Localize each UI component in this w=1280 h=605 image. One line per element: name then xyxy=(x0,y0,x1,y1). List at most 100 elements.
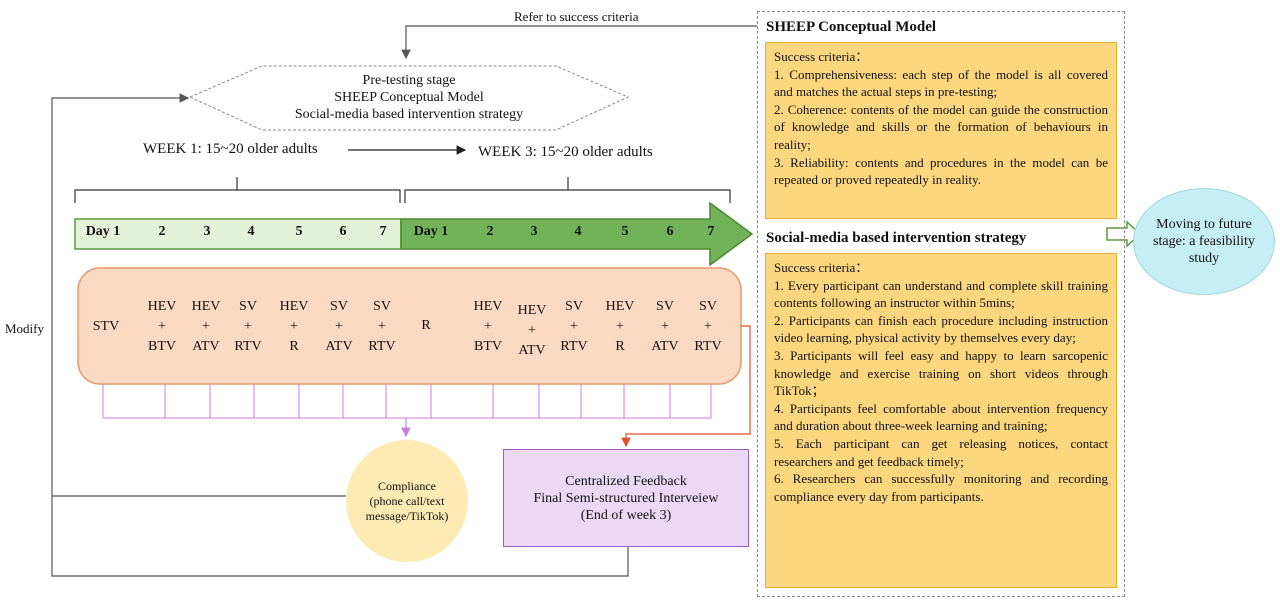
week1-day-label: 6 xyxy=(339,224,347,239)
intervention-item: SV xyxy=(565,299,583,314)
refer-connector xyxy=(401,25,757,60)
week3-day-label: 3 xyxy=(530,224,538,239)
compliance-circle: Compliance (phone call/text message/TikT… xyxy=(346,440,468,562)
future-stage-label: Moving to future stage: a feasibility st… xyxy=(1153,217,1255,266)
intervention-day: SV + ATV xyxy=(317,297,361,357)
week3-day-label: Day 1 xyxy=(413,224,449,239)
sheep-criteria-box: Success criteria： 1. Comprehensiveness: … xyxy=(765,42,1117,219)
criteria-item: 1. Comprehensiveness: each step of the m… xyxy=(774,66,1108,100)
intervention-day: SV + RTV xyxy=(686,297,730,357)
criteria-item: 2. Participants can finish each procedur… xyxy=(774,312,1108,346)
social-strategy-title: Social-media based intervention strategy xyxy=(766,230,1027,246)
feedback-connector xyxy=(621,325,751,448)
criteria-item: 3. Participants will feel easy and happy… xyxy=(774,347,1108,399)
pretesting-line1: Pre-testing stage xyxy=(362,73,456,88)
intervention-plus: + xyxy=(378,319,386,334)
week1-day-label: 3 xyxy=(203,224,211,239)
intervention-plus: + xyxy=(528,323,536,338)
pretesting-line3: Social-media based intervention strategy xyxy=(294,107,524,122)
modify-loop-line xyxy=(51,93,629,577)
week3-day-label: 6 xyxy=(666,224,674,239)
intervention-day: HEV + BTV xyxy=(466,297,510,357)
week3-day-label: 7 xyxy=(707,224,715,239)
intervention-item: HEV xyxy=(279,299,309,314)
week1-day-label: Day 1 xyxy=(85,224,121,239)
feedback-interview: Final Semi-structured Interveiew xyxy=(533,490,719,506)
intervention-item: HEV xyxy=(147,299,177,314)
intervention-day: HEV + BTV xyxy=(140,297,184,357)
intervention-item: BTV xyxy=(474,339,502,354)
intervention-item: ATV xyxy=(192,339,220,354)
future-stage-circle: Moving to future stage: a feasibility st… xyxy=(1133,188,1275,295)
intervention-day: SV + RTV xyxy=(552,297,596,357)
criteria-item: 1. Every participant can understand and … xyxy=(774,277,1108,311)
r-label: R xyxy=(421,318,431,333)
sheep-model-title: SHEEP Conceptual Model xyxy=(766,19,937,35)
intervention-item: RTV xyxy=(560,339,588,354)
feedback-timing: (End of week 3) xyxy=(580,507,672,523)
criteria-item: 2. Coherence: contents of the model can … xyxy=(774,101,1108,152)
week1-day-label: 2 xyxy=(158,224,166,239)
intervention-item: SV xyxy=(699,299,717,314)
intervention-item: ATV xyxy=(518,343,546,358)
intervention-item: SV xyxy=(373,299,391,314)
stv-label: STV xyxy=(92,319,120,334)
intervention-day: HEV + R xyxy=(598,297,642,357)
intervention-day: HEV + R xyxy=(272,297,316,357)
intervention-item: BTV xyxy=(148,339,176,354)
compliance-method: (phone call/text xyxy=(369,493,445,508)
week3-day-label: 2 xyxy=(486,224,494,239)
intervention-plus: + xyxy=(570,319,578,334)
intervention-item: RTV xyxy=(234,339,262,354)
criteria-item: 6. Researchers can successfully monitori… xyxy=(774,471,1108,504)
intervention-item: HEV xyxy=(605,299,635,314)
intervention-plus: + xyxy=(244,319,252,334)
intervention-plus: + xyxy=(484,319,492,334)
intervention-plus: + xyxy=(616,319,624,334)
intervention-item: ATV xyxy=(325,339,353,354)
pretesting-hexagon xyxy=(188,65,630,131)
intervention-day: SV + RTV xyxy=(226,297,270,357)
social-criteria-box: Success criteria： 1. Every participant c… xyxy=(765,253,1117,588)
intervention-plus: + xyxy=(158,319,166,334)
criteria-header: Success criteria： xyxy=(774,49,869,64)
criteria-header: Success criteria： xyxy=(774,260,869,275)
week1-day-label: 5 xyxy=(295,224,303,239)
compliance-title: Compliance xyxy=(378,478,436,493)
intervention-item: SV xyxy=(239,299,257,314)
intervention-day: HEV + ATV xyxy=(184,297,228,357)
week1-label: WEEK 1: 15~20 older adults xyxy=(143,141,318,157)
week3-label: WEEK 3: 15~20 older adults xyxy=(478,144,653,160)
intervention-item: R xyxy=(289,339,299,354)
intervention-item: HEV xyxy=(191,299,221,314)
compliance-method: message/TikTok) xyxy=(365,508,449,523)
intervention-plus: + xyxy=(704,319,712,334)
pretesting-text: Pre-testing stage SHEEP Conceptual Model… xyxy=(230,72,588,123)
week3-day-label: 4 xyxy=(574,224,582,239)
refer-criteria-label: Refer to success criteria xyxy=(514,9,639,24)
week1-day-label: 7 xyxy=(379,224,387,239)
intervention-item: R xyxy=(615,339,625,354)
compliance-grid xyxy=(102,384,712,419)
intervention-item: HEV xyxy=(473,299,503,314)
intervention-plus: + xyxy=(202,319,210,334)
intervention-plus: + xyxy=(290,319,298,334)
week3-arrow-bar xyxy=(400,201,754,267)
criteria-item: 4. Participants feel comfortable about i… xyxy=(774,400,1108,434)
feedback-box: Centralized Feedback Final Semi-structur… xyxy=(503,449,749,547)
intervention-item: RTV xyxy=(368,339,396,354)
intervention-plus: + xyxy=(661,319,669,334)
intervention-day: SV + ATV xyxy=(643,297,687,357)
week3-brace xyxy=(404,177,731,203)
week1-brace xyxy=(74,177,401,203)
pretesting-line2: SHEEP Conceptual Model xyxy=(334,90,484,105)
intervention-item: HEV xyxy=(517,303,547,318)
intervention-day: SV + RTV xyxy=(360,297,404,357)
success-criteria-panel: SHEEP Conceptual Model Success criteria：… xyxy=(757,11,1125,597)
intervention-item: SV xyxy=(656,299,674,314)
criteria-item: 5. Each participant can get releasing no… xyxy=(774,435,1108,469)
criteria-item: 3. Reliability: contents and procedures … xyxy=(774,154,1108,188)
intervention-item: RTV xyxy=(694,339,722,354)
intervention-item: SV xyxy=(330,299,348,314)
